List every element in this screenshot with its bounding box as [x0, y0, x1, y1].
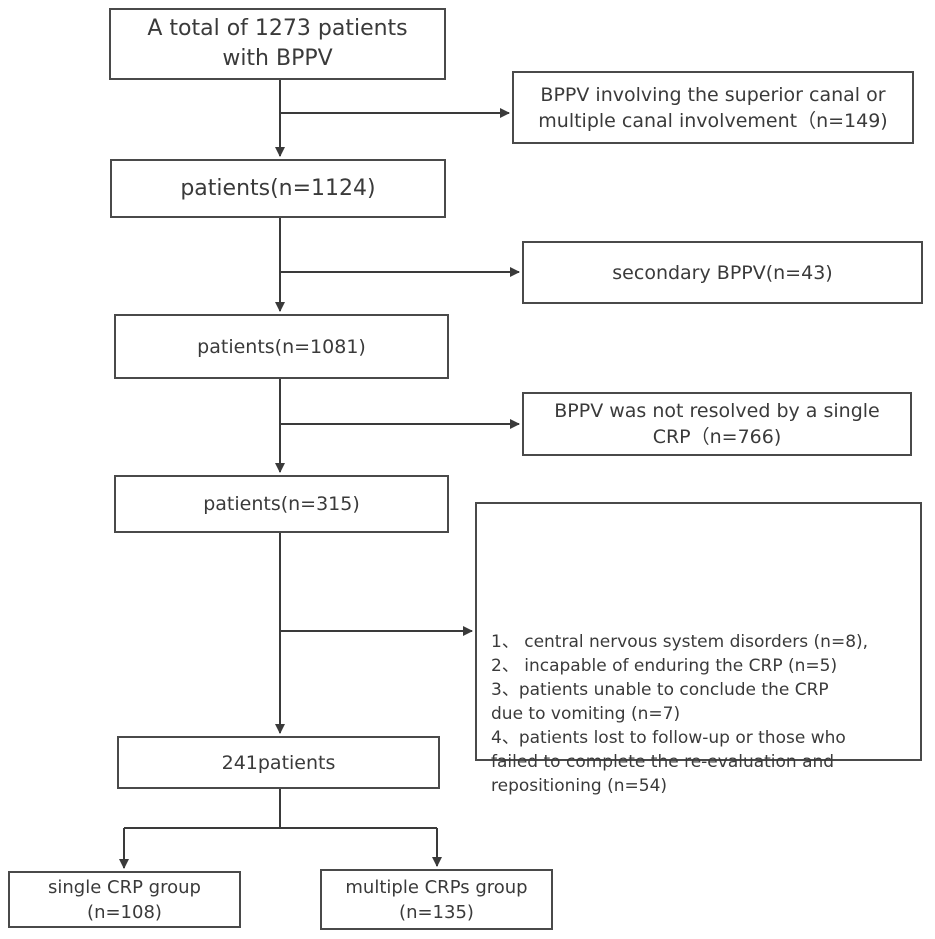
patients-315-label: patients(n=315)	[203, 493, 360, 515]
patients-1081-label: patients(n=1081)	[197, 335, 366, 358]
total-patients-line-1: A total of 1273 patients	[147, 16, 408, 41]
single-crp-group-line-1: single CRP group	[48, 876, 201, 898]
exclusion-not-resolved-box: BPPV was not resolved by a single CRP（n=…	[522, 392, 912, 456]
patients-315-box: patients(n=315)	[114, 475, 449, 533]
exclusion-other-line-2: 2、 incapable of enduring the CRP (n=5)	[491, 656, 838, 676]
exclusion-not-resolved-line-1: BPPV was not resolved by a single	[554, 400, 880, 422]
exclusion-other-line-5: 4、patients lost to follow-up or those wh…	[491, 728, 846, 748]
patients-1124-label: patients(n=1124)	[180, 175, 376, 201]
exclusion-superior-line-2: multiple canal involvement（n=149)	[538, 109, 888, 132]
patients-241-box: 241patients	[117, 736, 440, 789]
patients-1124-box: patients(n=1124)	[110, 159, 446, 218]
exclusion-secondary-box: secondary BPPV(n=43)	[522, 241, 923, 304]
exclusion-other-line-6: failed to complete the re-evaluation and	[491, 752, 835, 772]
patients-1081-box: patients(n=1081)	[114, 314, 449, 379]
exclusion-other-line-4: due to vomiting (n=7)	[491, 704, 681, 724]
multiple-crps-group-box: multiple CRPs group (n=135)	[320, 869, 553, 930]
exclusion-superior-line-1: BPPV involving the superior canal or	[540, 83, 886, 106]
single-crp-group-box: single CRP group (n=108)	[8, 871, 241, 928]
patients-241-label: 241patients	[221, 751, 336, 774]
exclusion-other-line-1: 1、 central nervous system disorders (n=8…	[491, 632, 869, 652]
total-patients-line-2: with BPPV	[222, 46, 333, 71]
total-patients-box: A total of 1273 patients with BPPV	[109, 8, 446, 80]
exclusion-superior-box: BPPV involving the superior canal or mul…	[512, 71, 914, 144]
multiple-crps-group-line-2: (n=135)	[399, 901, 474, 923]
exclusion-other-line-3: 3、patients unable to conclude the CRP	[491, 680, 829, 700]
exclusion-other-line-7: repositioning (n=54)	[491, 776, 668, 796]
exclusion-not-resolved-line-2: CRP（n=766)	[652, 426, 782, 448]
multiple-crps-group-line-1: multiple CRPs group	[345, 876, 528, 898]
exclusion-other-box: 1、 central nervous system disorders (n=8…	[475, 502, 922, 796]
single-crp-group-line-2: (n=108)	[87, 901, 162, 923]
exclusion-secondary-label: secondary BPPV(n=43)	[612, 261, 833, 284]
